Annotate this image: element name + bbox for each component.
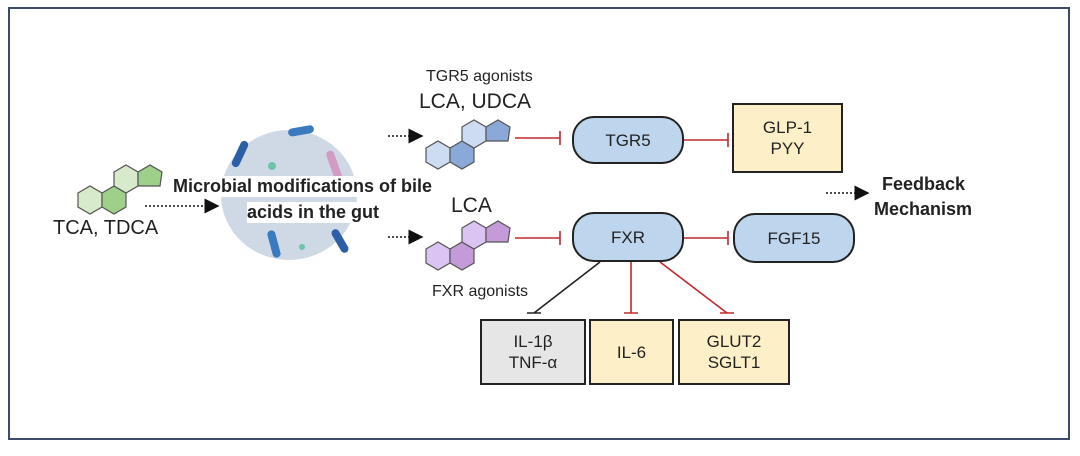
inhibit-fxr-agonist-to-fxr xyxy=(515,231,561,245)
tgr5-node: TGR5 xyxy=(572,116,684,164)
pyy-label: PYY xyxy=(770,139,805,158)
glut2-label: GLUT2 xyxy=(706,332,762,351)
inhibit-tgr5-to-glp1 xyxy=(684,133,729,147)
feedback-label-line2: Mechanism xyxy=(874,199,973,219)
process-label-line2: acids in the gut xyxy=(247,202,380,223)
fxr-node: FXR xyxy=(572,212,684,262)
tgr5-node-label: TGR5 xyxy=(605,130,651,150)
il1b-tnfa-node: IL-1β TNF-α xyxy=(480,319,586,385)
tgr5-agonists-heading: TGR5 agonists xyxy=(426,68,533,85)
tgr5-agonist-compounds: LCA, UDCA xyxy=(419,90,532,113)
fxr-agonist-compounds: LCA xyxy=(451,194,492,217)
blue-bile-acid-hexagon-icon xyxy=(425,119,511,170)
inhibit-tgr5-agonist-to-tgr5 xyxy=(515,131,561,145)
tnfa-label: TNF-α xyxy=(508,353,558,372)
diagram-frame xyxy=(8,7,1070,440)
inhibit-fxr-to-glut2 xyxy=(659,261,734,314)
glut2-sglt1-node: GLUT2 SGLT1 xyxy=(678,319,790,385)
il6-node: IL-6 xyxy=(589,319,674,385)
purple-bile-acid-hexagon-icon xyxy=(425,220,511,271)
fxr-node-label: FXR xyxy=(611,227,645,247)
fgf15-node-label: FGF15 xyxy=(767,228,821,248)
inhibit-fxr-to-fgf15 xyxy=(684,231,729,245)
il6-label: IL-6 xyxy=(616,342,647,362)
glp1-pyy-node: GLP-1 PYY xyxy=(732,103,843,173)
glp1-label: GLP-1 xyxy=(762,118,813,137)
input-label: TCA, TDCA xyxy=(53,217,159,239)
inhibit-fxr-to-il6 xyxy=(624,262,638,314)
process-label-line1: Microbial modifications of bile xyxy=(173,176,433,197)
fxr-agonists-caption: FXR agonists xyxy=(432,283,529,300)
inhibit-fxr-to-il1b xyxy=(527,261,601,314)
green-bile-acid-hexagon-icon xyxy=(77,164,163,215)
feedback-label-line1: Feedback xyxy=(882,174,966,194)
sglt1-label: SGLT1 xyxy=(707,353,761,372)
fgf15-node: FGF15 xyxy=(733,213,855,263)
il1b-label: IL-1β xyxy=(513,332,553,351)
